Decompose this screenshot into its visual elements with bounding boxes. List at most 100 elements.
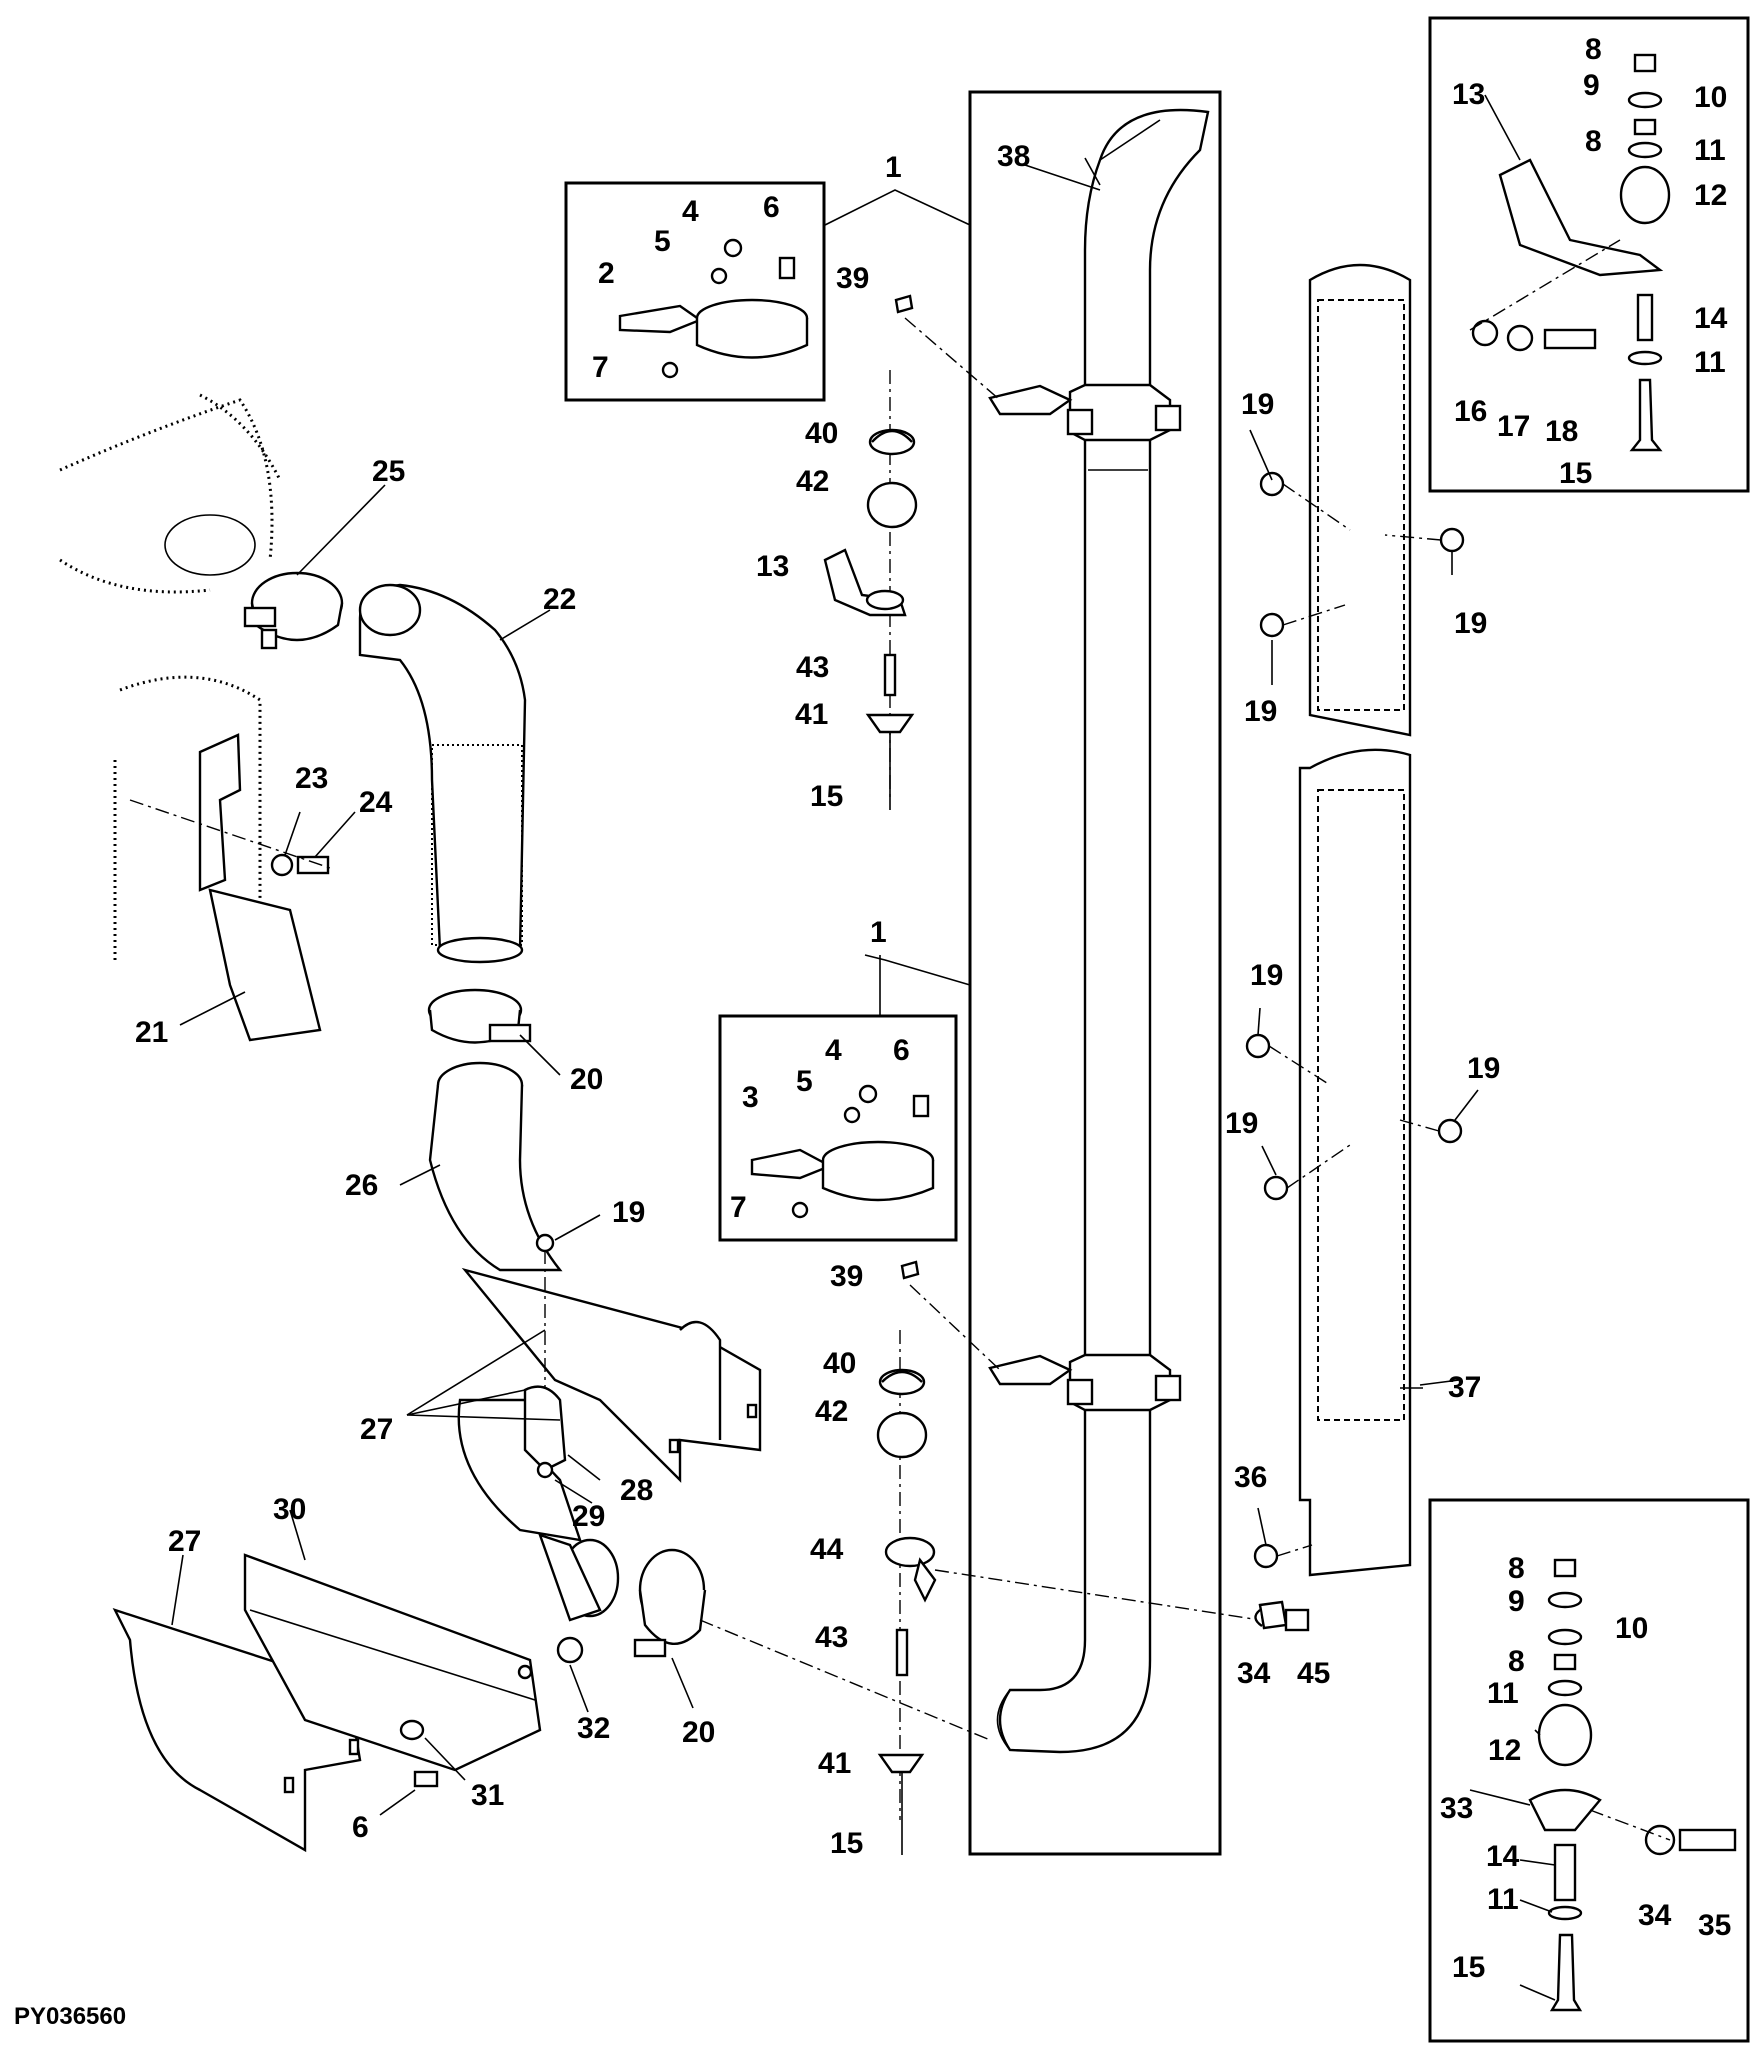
- callout-11-c: 11: [1487, 1677, 1519, 1710]
- callout-15-b: 15: [1559, 457, 1592, 490]
- lower-heat-shield: [112, 1553, 584, 1853]
- callout-27-b: 27: [168, 1525, 201, 1558]
- callout-36: 36: [1234, 1461, 1267, 1494]
- heat-shield-bracket: [129, 733, 331, 1042]
- callout-15-a: 15: [810, 780, 843, 813]
- lower-mount-stack: [876, 1260, 1288, 1855]
- guard-screws: [1245, 471, 1465, 1569]
- callout-45: 45: [1297, 1657, 1330, 1690]
- exhaust-elbow-pipe: [428, 1061, 620, 1622]
- callout-8-d: 8: [1508, 1645, 1525, 1678]
- callout-39-lower: 39: [830, 1260, 863, 1293]
- callout-19-f: 19: [1225, 1107, 1258, 1140]
- callout-40-lower: 40: [823, 1347, 856, 1380]
- callout-21: 21: [135, 1016, 168, 1049]
- callout-20-upper: 20: [570, 1063, 603, 1096]
- callout-17: 17: [1497, 410, 1530, 443]
- callout-11-b: 11: [1694, 346, 1726, 379]
- upper-clamp-detail-box: [564, 181, 826, 402]
- callout-4-lower: 4: [825, 1034, 842, 1067]
- callout-5-lower: 5: [796, 1065, 813, 1098]
- callout-38: 38: [997, 140, 1030, 173]
- callout-1-upper: 1: [885, 151, 902, 184]
- pipe-clamp-lower: [633, 1548, 991, 1741]
- callout-39-upper: 39: [836, 262, 869, 295]
- lower-mount-detail-box: [1428, 1498, 1750, 2043]
- callout-24: 24: [359, 786, 393, 819]
- engine-outline: [59, 393, 282, 960]
- figure-id: PY036560: [14, 2003, 126, 2030]
- lower-stack-clamp: [988, 1353, 1182, 1412]
- callout-9-a: 9: [1583, 69, 1600, 102]
- callout-44: 44: [810, 1533, 844, 1566]
- callout-16: 16: [1454, 395, 1487, 428]
- callout-8-b: 8: [1585, 125, 1602, 158]
- exhaust-stack-pipe: [996, 108, 1210, 1754]
- stack-guard-bolt: [1284, 1608, 1310, 1632]
- upper-clamp-detail: [618, 238, 809, 379]
- callout-7-upper: 7: [592, 351, 609, 384]
- callout-7-lower: 7: [730, 1191, 747, 1224]
- callout-35: 35: [1698, 1909, 1731, 1942]
- callout-28: 28: [620, 1474, 653, 1507]
- callout-31: 31: [471, 1779, 504, 1812]
- callout-33: 33: [1440, 1792, 1473, 1825]
- callout-18: 18: [1545, 415, 1578, 448]
- callout-25: 25: [372, 455, 405, 488]
- callout-30: 30: [273, 1493, 306, 1526]
- callout-23: 23: [295, 762, 328, 795]
- callout-8-a: 8: [1585, 33, 1602, 66]
- callout-13-upper: 13: [756, 550, 789, 583]
- callout-labels: 1 1 2 3 4 4 5 5 6 6 6 7 7 8 8 8 8 9 9 10…: [135, 33, 1731, 1984]
- callout-43-lower: 43: [815, 1621, 848, 1654]
- callout-37: 37: [1448, 1371, 1481, 1404]
- lower-mount-detail: [1528, 1558, 1737, 2012]
- upper-mount-detail-box: [1428, 16, 1750, 493]
- callout-32: 32: [577, 1712, 610, 1745]
- callout-19-c: 19: [1244, 695, 1277, 728]
- callout-8-c: 8: [1508, 1552, 1525, 1585]
- callout-15-d: 15: [1452, 1951, 1485, 1984]
- callout-5-upper: 5: [654, 225, 671, 258]
- callout-3: 3: [742, 1081, 759, 1114]
- callout-9-b: 9: [1508, 1585, 1525, 1618]
- callout-42-upper: 42: [796, 465, 829, 498]
- leader-lines: [171, 94, 1556, 2001]
- callout-14-a: 14: [1694, 302, 1728, 335]
- callout-12-b: 12: [1488, 1734, 1521, 1767]
- callout-29: 29: [572, 1500, 605, 1533]
- upper-mount-stack: [823, 294, 1001, 810]
- callout-22: 22: [543, 583, 576, 616]
- callout-11-a: 11: [1694, 134, 1726, 167]
- callout-34-b: 34: [1638, 1899, 1672, 1932]
- callout-27-a: 27: [360, 1413, 393, 1446]
- flex-pipe: [358, 583, 527, 964]
- callout-20-lower: 20: [682, 1716, 715, 1749]
- callout-12-a: 12: [1694, 179, 1727, 212]
- flange-clamp: [243, 571, 344, 650]
- callout-15-c: 15: [830, 1827, 863, 1860]
- callout-10-a: 10: [1694, 81, 1727, 114]
- callout-14-b: 14: [1486, 1840, 1520, 1873]
- callout-26: 26: [345, 1169, 378, 1202]
- callout-43-upper: 43: [796, 651, 829, 684]
- callout-19-b: 19: [1454, 607, 1487, 640]
- callout-42-lower: 42: [815, 1395, 848, 1428]
- lower-perforated-guard: [1298, 748, 1412, 1577]
- callout-11-d: 11: [1487, 1883, 1519, 1916]
- callout-41-lower: 41: [818, 1747, 851, 1780]
- lower-clamp-detail-box: [718, 1014, 958, 1242]
- callout-19-d: 19: [1250, 959, 1283, 992]
- callout-13-box: 13: [1452, 78, 1485, 111]
- callout-19-e: 19: [1467, 1052, 1500, 1085]
- exhaust-stack-frame: [968, 90, 1222, 1856]
- lower-clamp-detail: [750, 1084, 935, 1219]
- pipe-clamp-upper: [427, 988, 532, 1044]
- callout-2: 2: [598, 257, 615, 290]
- callout-10-b: 10: [1615, 1612, 1648, 1645]
- callout-6-bottom: 6: [352, 1811, 369, 1844]
- callout-19-a: 19: [1241, 388, 1274, 421]
- callout-6-lower: 6: [893, 1034, 910, 1067]
- callout-40-upper: 40: [805, 417, 838, 450]
